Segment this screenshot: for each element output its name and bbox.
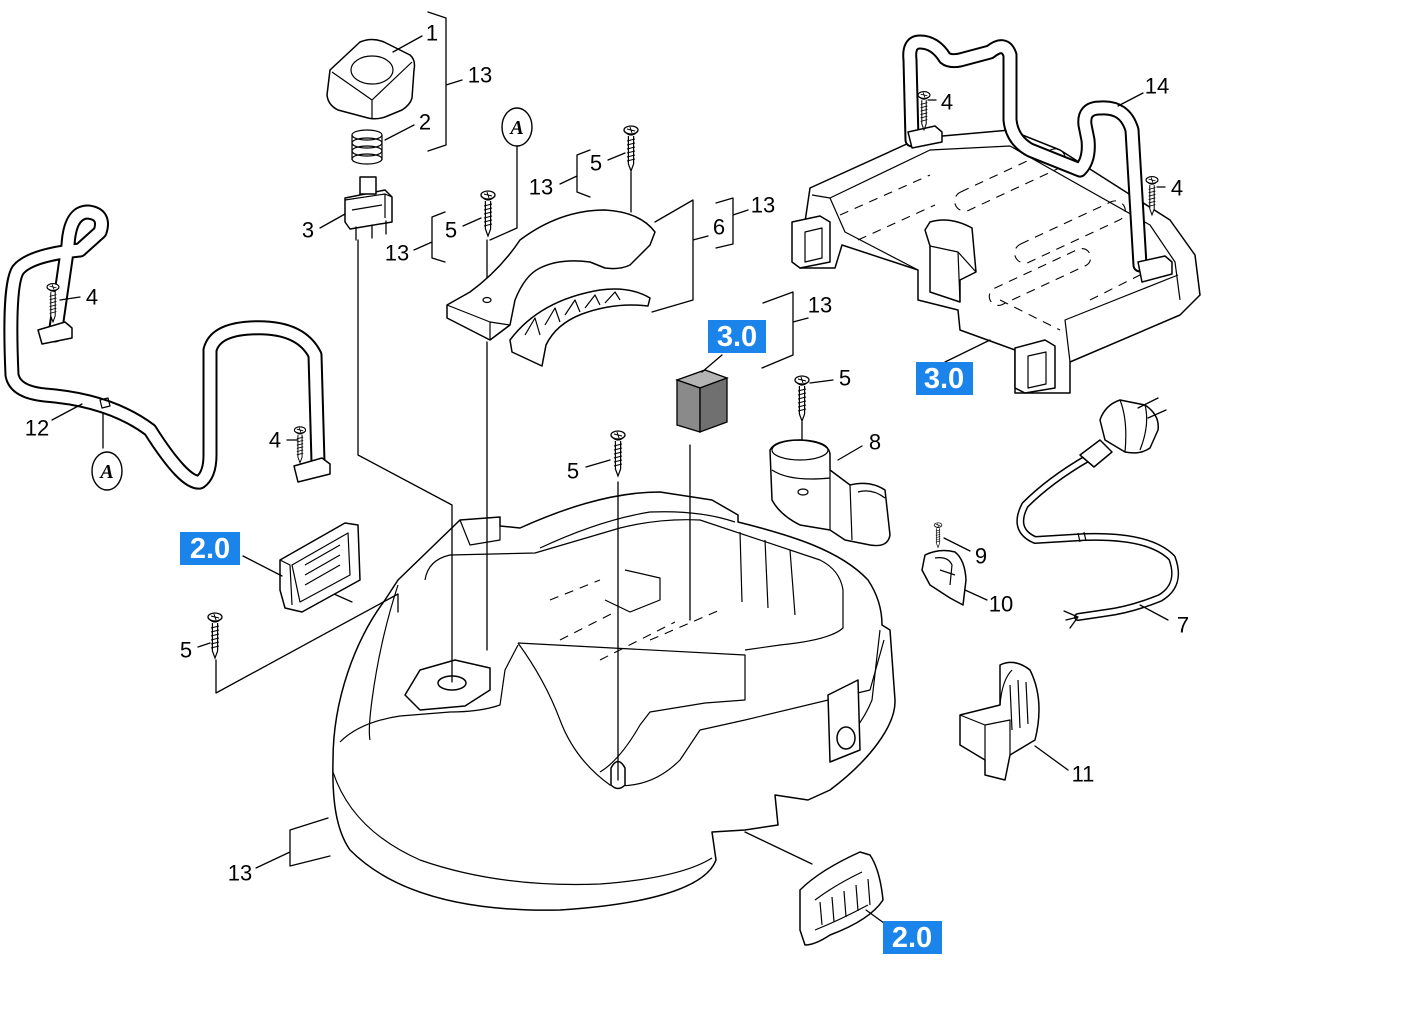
- assembly-ref-filter-label: 3.0: [717, 321, 757, 353]
- strain-relief-clip: [921, 549, 967, 606]
- callout-lower-screw: 5: [180, 638, 192, 663]
- hose-clamp: [769, 439, 891, 547]
- grille-bottom: [799, 851, 884, 946]
- tray-left-clip: [791, 215, 831, 269]
- callout-strain-relief: 10: [989, 592, 1013, 617]
- grille-left: [279, 522, 361, 613]
- handle-clip-upper: [37, 321, 73, 345]
- filter-block: [675, 369, 729, 433]
- callout-cover-screw-left: 5: [445, 218, 457, 243]
- assembly-ref-tray: 3.0: [916, 362, 973, 395]
- callout-knob-group: 13: [468, 63, 492, 88]
- push-switch: [344, 176, 393, 241]
- screw-tray-left: [917, 91, 931, 131]
- callout-tray-screw-right: 4: [1171, 176, 1183, 201]
- arched-cover: [446, 209, 656, 367]
- power-plug: [1079, 397, 1167, 468]
- callout-clamp-screw: 5: [839, 366, 851, 391]
- bracket-cover-upper-group: [559, 149, 591, 198]
- callout-filter-group: 13: [808, 293, 832, 318]
- callout-handle-screw-upper: 4: [86, 285, 98, 310]
- callout-cover-screw-upper-group: 13: [529, 175, 553, 200]
- assembly-ref-tray-label: 3.0: [924, 363, 964, 395]
- tray-center-well: [924, 219, 977, 303]
- tray-handle-clip-right: [1137, 255, 1173, 283]
- spring: [351, 129, 383, 165]
- assembly-ref-filter: 3.0: [708, 320, 766, 353]
- callout-housing-screw: 5: [567, 459, 579, 484]
- callout-cable-screw: 9: [975, 544, 987, 569]
- screw-housing: [610, 430, 626, 477]
- connection-marker-top-label: A: [508, 117, 523, 139]
- callout-switch: 3: [302, 218, 314, 243]
- callout-cover-screw-left-group: 13: [385, 241, 409, 266]
- bracket-housing-group: [255, 817, 331, 869]
- callout-cover-group: 13: [751, 193, 775, 218]
- screw-cover-left: [480, 190, 496, 237]
- housing-side-port: [827, 679, 861, 763]
- callout-clamp: 8: [869, 430, 881, 455]
- bracket-filter-group: [761, 291, 809, 369]
- screw-clamp: [794, 375, 810, 422]
- callout-cover-screw-upper: 5: [590, 151, 602, 176]
- handle-clip-lower: [293, 457, 331, 483]
- callout-cover: 6: [713, 215, 725, 240]
- bracket-cover-group: [651, 197, 749, 313]
- callout-labels: 1 13 2 3 5 13 5 13 6 13 4 14 4 4 12 4 13…: [25, 21, 1189, 886]
- screw-cable: [933, 522, 943, 548]
- connection-marker-bottom: A: [91, 451, 123, 491]
- tray: [791, 129, 1201, 394]
- callout-housing-group: 13: [228, 861, 252, 886]
- screw-handle-lower: [293, 426, 307, 464]
- callout-knob: 1: [426, 21, 438, 46]
- tray-front-clip: [1014, 339, 1056, 394]
- callout-side-cover: 11: [1072, 762, 1095, 787]
- callout-tray-screw-left: 4: [941, 90, 953, 115]
- screw-cover-upper: [623, 125, 639, 172]
- power-cord: [1016, 397, 1179, 629]
- carry-handle: [3, 204, 326, 490]
- base-housing: [332, 491, 896, 911]
- tray-handle: [902, 34, 1148, 273]
- knob-cap: [326, 38, 416, 120]
- assembly-ref-grille-bottom-label: 2.0: [892, 922, 932, 954]
- callout-handle: 12: [25, 416, 49, 441]
- side-cover: [959, 661, 1040, 781]
- bracket-cover-left-group: [413, 211, 446, 263]
- callout-spring: 2: [419, 110, 431, 135]
- assembly-ref-grille-bottom: 2.0: [883, 921, 942, 954]
- connection-marker-bottom-label: A: [98, 461, 113, 483]
- connection-marker-top: A: [501, 107, 533, 147]
- callout-handle-screw-lower: 4: [269, 428, 281, 453]
- callout-tray-handle: 14: [1145, 74, 1169, 99]
- tray-handle-clip-left: [907, 125, 943, 149]
- assembly-ref-grille-left: 2.0: [180, 532, 240, 565]
- screw-lower: [207, 612, 223, 659]
- bracket-knob-group: [427, 11, 463, 152]
- assembly-ref-grille-left-label: 2.0: [190, 533, 230, 565]
- callout-power-cord: 7: [1177, 613, 1189, 638]
